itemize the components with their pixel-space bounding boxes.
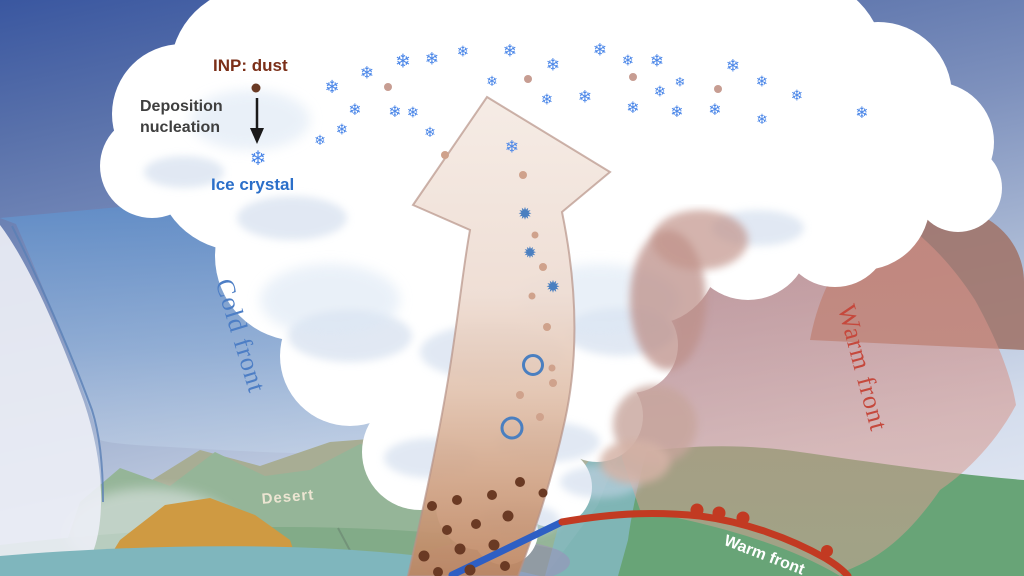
mauve-cloud-column (600, 210, 748, 484)
ice-crystal-label: Ice crystal (211, 175, 295, 194)
cold-front-pale-wedge (0, 225, 102, 576)
deposition-nucleation-label: Deposition nucleation (140, 96, 223, 138)
ice-crystal-icon: ❄ (249, 146, 267, 170)
cold-front-edge-line (11, 225, 104, 503)
inp-dust-dot (251, 83, 261, 93)
inp-dust-label: INP: dust (213, 56, 288, 75)
water-strip (0, 546, 540, 576)
deposition-line1: Deposition (140, 98, 223, 115)
deposition-arrow (250, 98, 264, 144)
deposition-line2: nucleation (140, 119, 221, 136)
warm-front-surface-line (558, 503, 852, 576)
